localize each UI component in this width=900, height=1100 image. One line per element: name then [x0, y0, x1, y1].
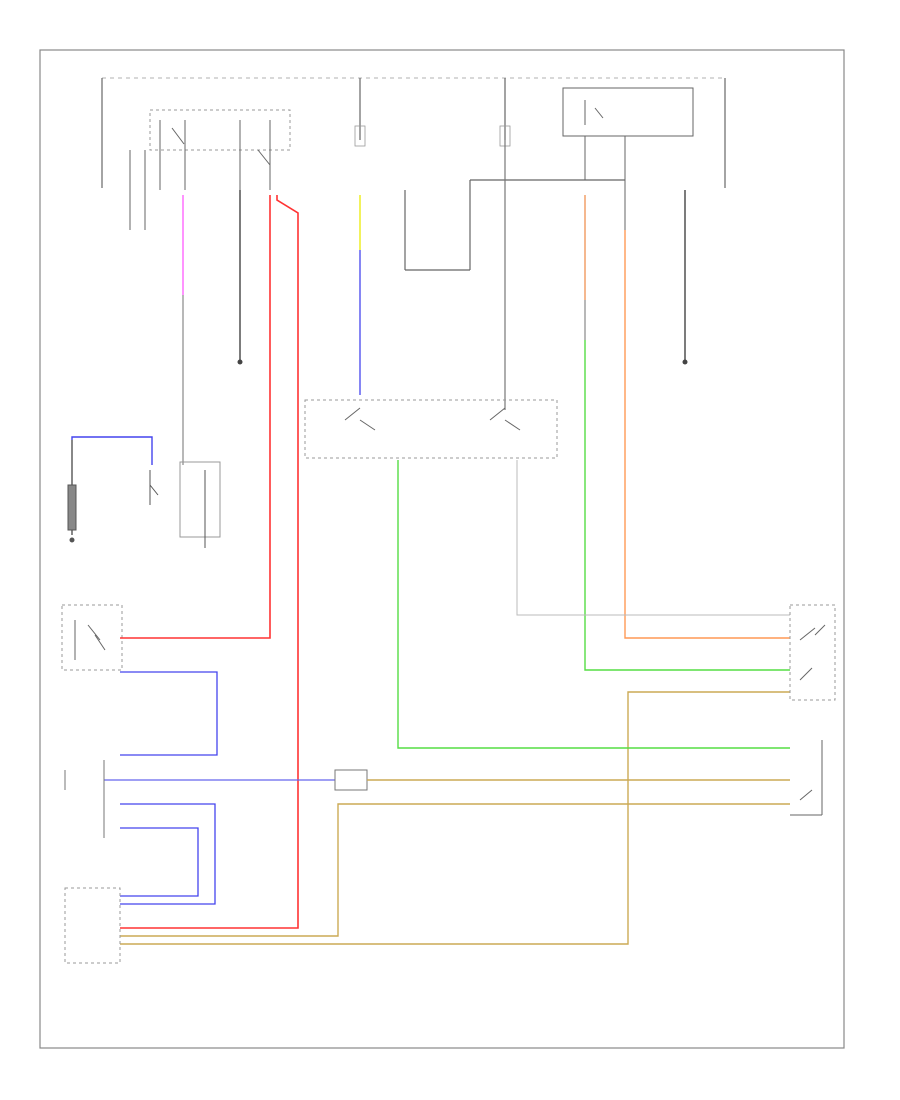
green-wire-ig	[397, 460, 790, 749]
right-feed-ground	[682, 359, 688, 365]
front-door-switch	[789, 604, 836, 701]
blue-wire-a	[120, 803, 216, 905]
park-neutral-switch	[61, 604, 123, 671]
page-frame	[39, 49, 845, 1049]
top-power-feeds	[101, 78, 726, 271]
mid-left-ground	[237, 359, 243, 365]
tan-wire-ecm-2	[120, 691, 790, 945]
red-wire-outer	[120, 195, 299, 929]
tan-wire-ecm-1	[120, 803, 790, 937]
relay-top-right	[562, 87, 694, 230]
light-gray-wire	[516, 460, 790, 616]
blue-battery-wire	[71, 436, 153, 465]
ecm	[64, 760, 121, 964]
orange-wire	[624, 230, 790, 639]
battery-starter	[67, 440, 221, 548]
blue-wire-pn	[120, 671, 218, 756]
red-wire-inner	[120, 195, 271, 639]
starter-relay	[129, 109, 291, 230]
joint-connector	[334, 769, 368, 791]
blue-wire-b	[120, 827, 199, 897]
ignition-switch	[304, 399, 558, 459]
green-wire-right	[584, 340, 790, 671]
rear-door-switch	[790, 740, 823, 816]
